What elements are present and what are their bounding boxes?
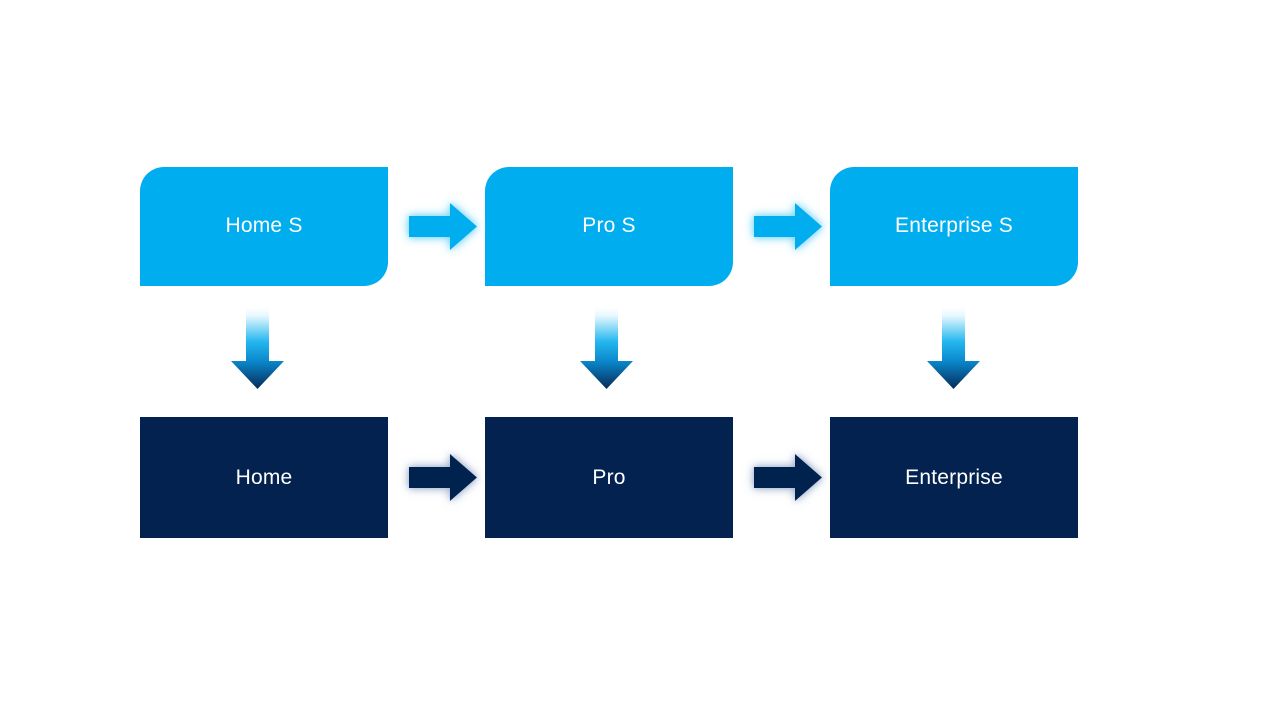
node-pro[interactable]: Pro (485, 417, 733, 538)
node-label: Home S (225, 214, 303, 237)
arrow-pro-to-enterprise (754, 454, 822, 501)
arrow-pro-s-to-enterprise-s (754, 203, 822, 250)
node-label: Pro (592, 466, 626, 489)
node-label: Pro S (582, 214, 636, 237)
arrow-home-s-to-pro-s (409, 203, 477, 250)
arrow-enterprise-s-to-enterprise (927, 307, 980, 389)
arrow-home-to-pro (409, 454, 477, 501)
node-label: Home (235, 466, 293, 489)
node-enterprise-s[interactable]: Enterprise S (830, 167, 1078, 286)
arrow-pro-s-to-pro (580, 307, 633, 389)
arrow-home-s-to-home (231, 307, 284, 389)
node-label: Enterprise (905, 466, 1003, 489)
node-label: Enterprise S (895, 214, 1013, 237)
node-enterprise[interactable]: Enterprise (830, 417, 1078, 538)
node-pro-s[interactable]: Pro S (485, 167, 733, 286)
node-home[interactable]: Home (140, 417, 388, 538)
node-home-s[interactable]: Home S (140, 167, 388, 286)
